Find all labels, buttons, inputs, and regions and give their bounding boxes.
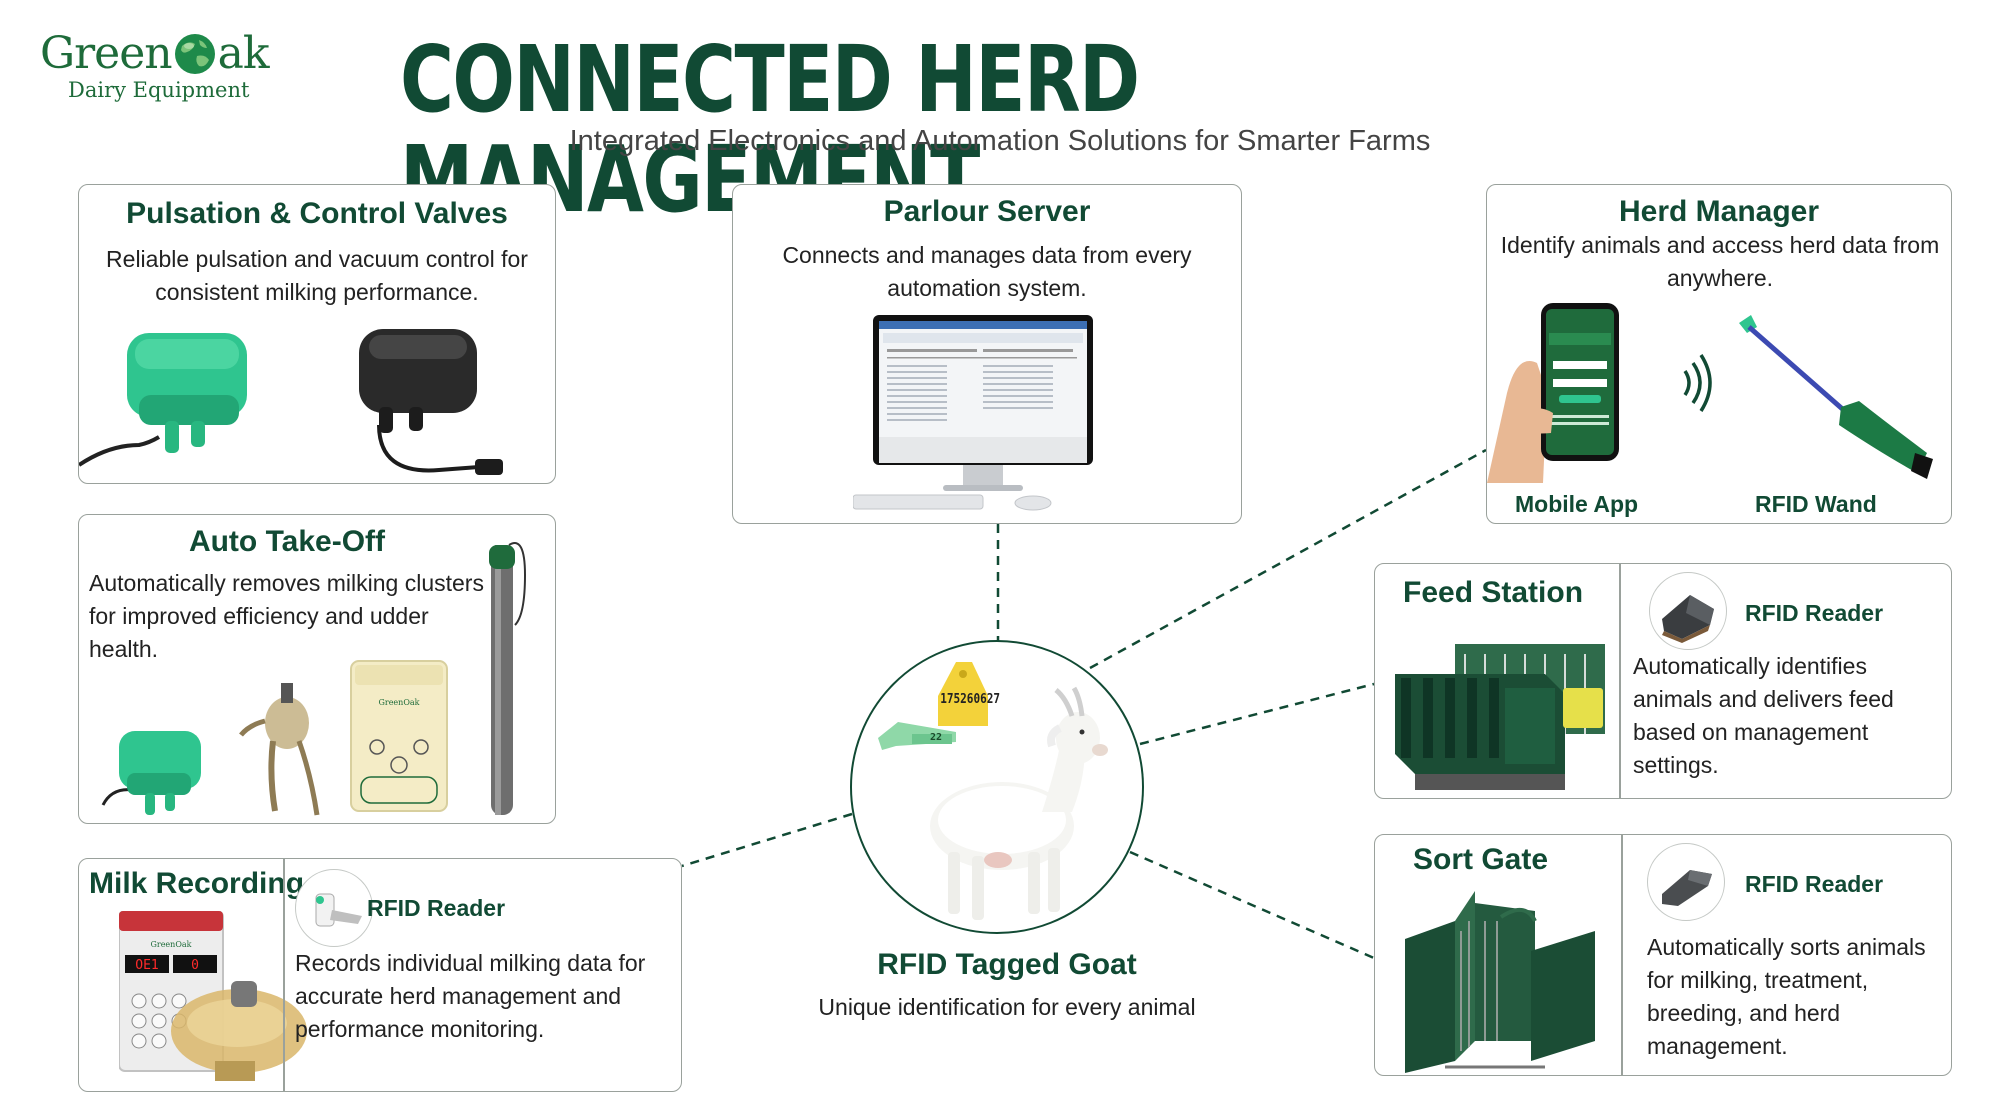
card-description: Reliable pulsation and vacuum control fo… [106,246,528,305]
ear-tag-number: 175260627 [940,692,1001,707]
card-feed-station: Feed Station RFID Reader Automatically i… [1374,563,1952,799]
brand-subtitle: Dairy Equipment [68,78,250,102]
pulsator-images [79,329,503,475]
card-description: Identify animals and access herd data fr… [1500,232,1940,291]
goat-title: RFID Tagged Goat [877,948,1137,981]
card-title: Auto Take-Off [188,525,386,558]
card-parlour-server: Parlour Server Connects and manages data… [732,184,1242,524]
card-divider [1619,564,1621,798]
goat-hub: 175260627 22 [850,640,1144,934]
connector-herd-manager [1089,448,1487,670]
small-tag-number: 22 [929,732,943,743]
card-description: Records individual milking data for accu… [295,950,646,1042]
card-description: Automatically identifies animals and del… [1633,653,1894,778]
connector-milk-recording [681,812,853,868]
rfid-wand-label: RFID Wand [1755,491,1877,517]
card-herd-manager: Herd Manager Identify animals and access… [1486,184,1952,524]
globe-icon [174,34,215,74]
card-title: Sort Gate [1413,843,1549,876]
goat-description: Unique identification for every animal [818,994,1196,1020]
card-title: Feed Station [1403,576,1584,609]
card-title: Herd Manager [1618,195,1820,228]
page-subtitle: Integrated Electronics and Automation So… [569,125,1431,157]
connector-sort-gate [1129,850,1375,960]
card-description: Automatically sorts animals for milking,… [1647,934,1926,1059]
computer-monitor-image [853,315,1093,511]
svg-text:OE1: OE1 [135,958,158,973]
rfid-reader-image [295,869,373,947]
card-title: Pulsation & Control Valves [126,197,508,230]
brand-name-part2: ak [217,28,270,79]
rfid-reader-image [1647,843,1725,921]
mobile-app-label: Mobile App [1515,491,1639,517]
signal-icon [1683,354,1712,412]
card-description: Automatically removes milking clusters f… [89,570,484,662]
svg-text:0: 0 [191,958,199,973]
sort-gate-image [1405,891,1595,1073]
goat-image [878,662,1108,920]
card-divider [1621,835,1623,1075]
rfid-reader-image [1649,572,1727,650]
milk-meter-image: GreenOak OE1 0 [119,911,307,1081]
card-divider [283,859,285,1091]
rfid-reader-label: RFID Reader [1745,600,1884,626]
card-title: Milk Recording [89,867,305,900]
svg-text:GreenOak: GreenOak [150,940,191,949]
brand-name-part1: Green [40,28,173,79]
svg-text:GreenOak: GreenOak [378,698,419,707]
card-auto-take-off: Auto Take-Off Automatically removes milk… [78,514,556,824]
card-milk-recording: Milk Recording GreenOak OE1 0 RFID Reade… [78,858,682,1092]
card-pulsation-valves: Pulsation & Control Valves Reliable puls… [78,184,556,484]
card-description: Connects and manages data from every aut… [782,242,1192,301]
connector-feed-station [1139,682,1375,746]
auto-take-off-images: GreenOak [101,542,527,816]
rfid-reader-label: RFID Reader [1745,871,1884,897]
brand-name: Green ak [40,30,270,78]
mobile-and-wand-images [1487,303,1933,483]
card-sort-gate: Sort Gate RFID Reader Automatically sort… [1374,834,1952,1076]
feed-station-image [1395,644,1605,790]
brand-logo: Green ak Dairy Equipment [40,30,270,110]
card-title: Parlour Server [883,195,1091,228]
rfid-reader-label: RFID Reader [367,895,506,921]
